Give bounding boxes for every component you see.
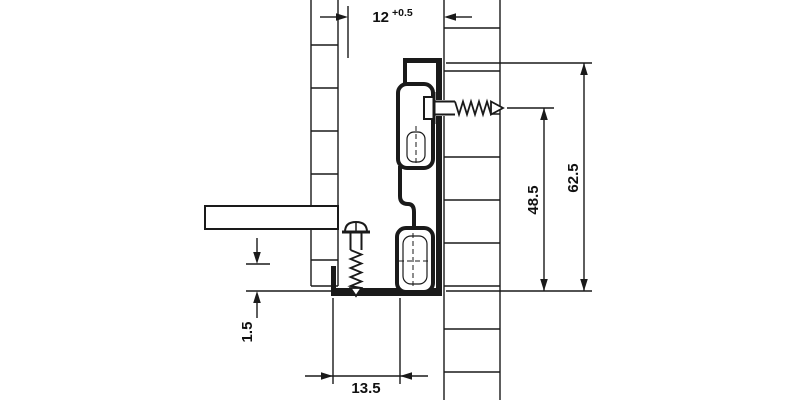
arrowhead [540, 108, 548, 120]
screw-thread [347, 249, 364, 289]
flange-upturn [331, 266, 336, 296]
lower-adjustment-clip [395, 226, 435, 294]
top-flange-connector [403, 58, 407, 86]
arrowhead [580, 279, 588, 291]
screw-shank [349, 232, 363, 250]
arrowhead [253, 252, 261, 264]
drawer-bottom-outline [204, 205, 339, 230]
arrowhead [540, 279, 548, 291]
screw-shank [434, 100, 455, 116]
horizontal-screw [423, 92, 505, 124]
right-panel [443, 0, 501, 400]
screw-tip [348, 287, 364, 298]
bottom-mounting-flange [331, 288, 442, 296]
vertical-screw [342, 220, 370, 298]
arrowhead [321, 372, 333, 380]
lower-clip-detail [402, 235, 428, 285]
arrowhead [444, 13, 456, 21]
left-panel [310, 0, 339, 287]
dimension-bottom-offset-label: 1.5 [239, 322, 256, 343]
dimension-bottom-width-label: 13.5 [351, 380, 380, 397]
arrowhead [336, 13, 348, 21]
arrowhead [253, 291, 261, 303]
dimension-top-tolerance: +0.5 [392, 7, 413, 19]
dimension-top-value: 12 [372, 9, 389, 26]
arrowhead [580, 63, 588, 75]
cabinet-rail [436, 60, 442, 296]
screw-tip [490, 99, 505, 117]
dimension-height-outer-label: 62.5 [565, 163, 582, 192]
dimension-height-outer: 62.5 [446, 62, 592, 292]
drawer-bottom-panel [204, 205, 339, 230]
dimension-height-inner-label: 48.5 [525, 185, 542, 214]
profile-jog [398, 166, 416, 228]
top-mounting-flange [403, 58, 442, 63]
arrowhead [400, 372, 412, 380]
dimension-bottom-width: 13.5 [305, 298, 428, 397]
screw-thread [454, 98, 492, 118]
dimension-height-inner: 48.5 [507, 107, 554, 291]
runner-profile [331, 58, 442, 296]
dimension-top: 12 +0.5 [320, 6, 472, 58]
dimension-bottom-offset: 1.5 [239, 238, 333, 342]
